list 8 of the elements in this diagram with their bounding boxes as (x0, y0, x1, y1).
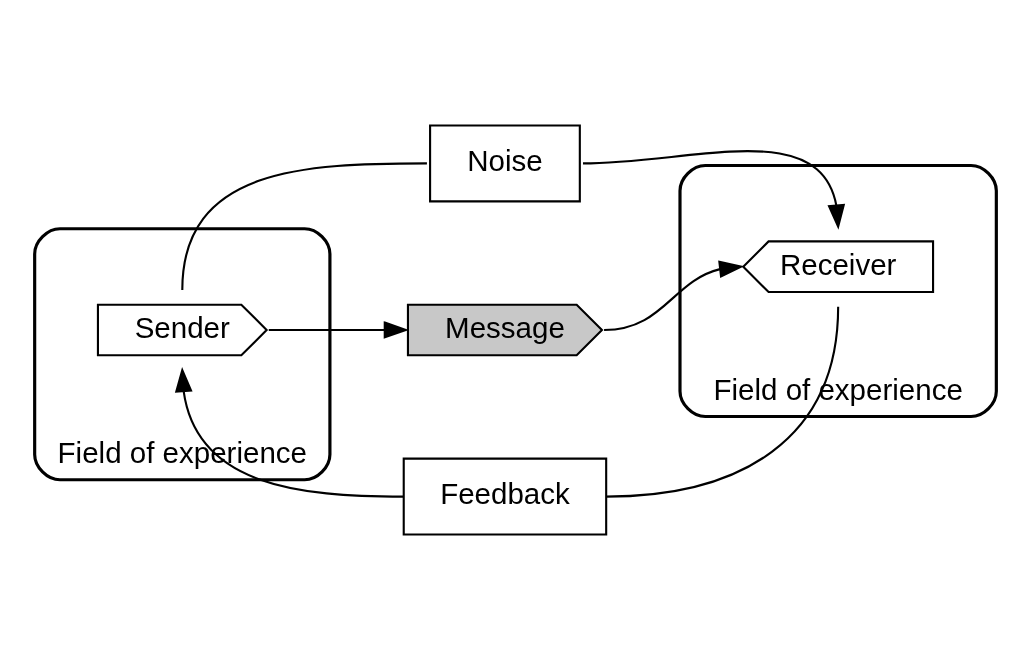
arrow (268, 320, 409, 339)
arrow (174, 366, 404, 498)
node-box: Noise (428, 123, 581, 202)
node-box: Feedback (402, 457, 607, 536)
arrow (582, 149, 845, 230)
connector (180, 161, 427, 290)
arrow (603, 259, 744, 331)
connector (605, 306, 839, 498)
